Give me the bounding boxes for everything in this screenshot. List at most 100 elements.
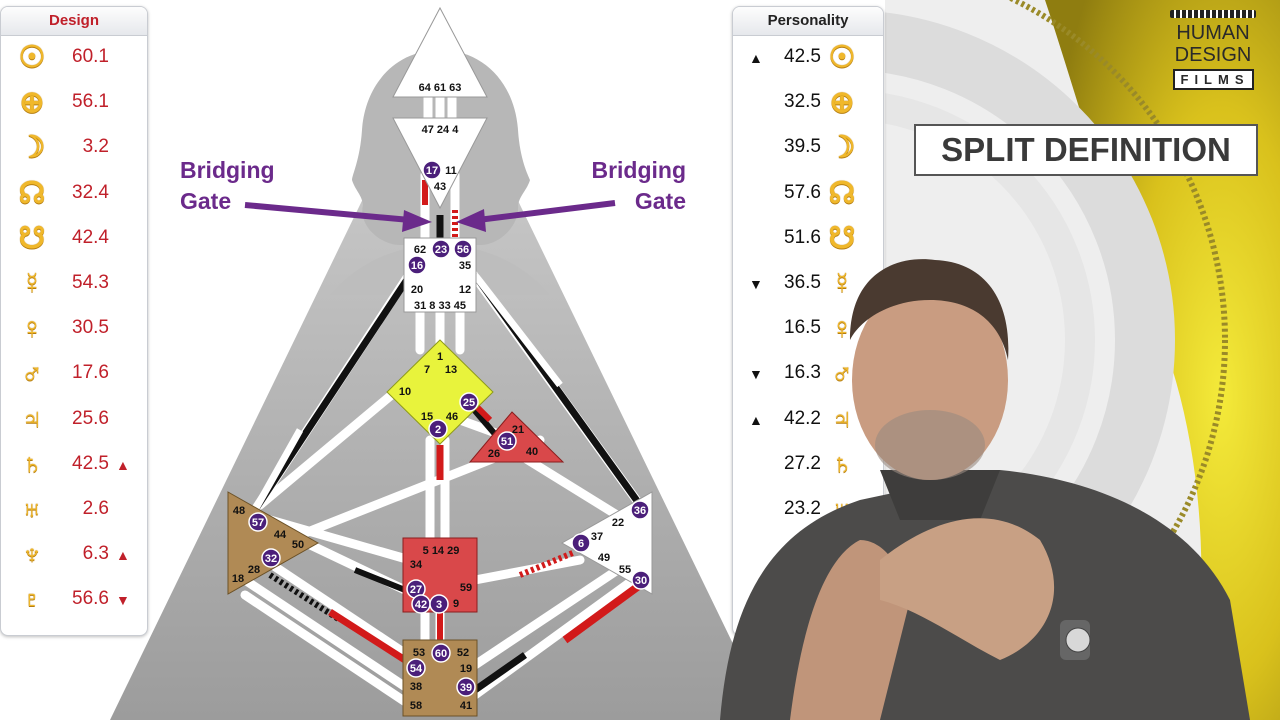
film-reel-icon — [1170, 10, 1256, 18]
design-row: ♂17.6 — [1, 352, 147, 397]
design-value: 42.4 — [72, 226, 109, 248]
design-value: 3.2 — [82, 136, 109, 158]
circled-gate-57: 57 — [248, 512, 268, 532]
circled-gate-56: 56 — [453, 239, 473, 259]
svg-text:27: 27 — [410, 584, 422, 596]
detriment-arrow-icon: ▼ — [749, 366, 763, 383]
design-row: ♀30.5 — [1, 307, 147, 352]
jupiter-icon: ♃ — [830, 402, 854, 436]
svg-text:41: 41 — [460, 700, 472, 712]
ajna-center — [392, 117, 488, 210]
svg-text:58: 58 — [410, 700, 422, 712]
moon-icon: ☽ — [828, 131, 856, 165]
saturn-icon: ♄ — [830, 447, 854, 481]
design-header: Design — [1, 7, 147, 36]
personality-row: ♀16.5 — [733, 307, 883, 352]
personality-row: ♅23.2 — [733, 488, 883, 533]
circled-gate-36: 36 — [630, 500, 650, 520]
svg-text:7: 7 — [424, 364, 430, 376]
pluto-icon: ♇ — [20, 583, 44, 617]
design-row: ♄42.5▲ — [1, 443, 147, 488]
svg-text:1: 1 — [437, 351, 443, 363]
svg-text:30: 30 — [635, 575, 647, 587]
mars-icon: ♂ — [830, 357, 854, 391]
design-row: ⊕ 56.1 — [1, 81, 147, 126]
circled-gate-25: 25 — [459, 392, 479, 412]
svg-text:57: 57 — [252, 517, 264, 529]
moon-icon: ☽ — [18, 131, 46, 165]
design-row: ♃25.6 — [1, 398, 147, 443]
personality-value: 23.2 — [784, 497, 821, 519]
svg-text:35: 35 — [459, 260, 471, 272]
design-row: ☉60.1 — [1, 36, 147, 81]
svg-text:3: 3 — [436, 599, 442, 611]
g-center — [386, 339, 494, 445]
circled-gate-42: 42 — [411, 594, 431, 614]
svg-text:13: 13 — [445, 364, 457, 376]
svg-text:9: 9 — [453, 598, 459, 610]
svg-text:52: 52 — [457, 647, 469, 659]
svg-text:44: 44 — [274, 529, 287, 541]
svg-text:49: 49 — [598, 552, 610, 564]
circled-gate-6: 6 — [571, 533, 591, 553]
design-row: ☿54.3 — [1, 262, 147, 307]
circled-gate-60: 60 — [431, 643, 451, 663]
detriment-arrow-icon: ▼ — [116, 592, 130, 609]
personality-row: ♃42.2▲ — [733, 398, 883, 443]
mercury-icon: ☿ — [830, 266, 854, 300]
design-value: 2.6 — [82, 497, 109, 519]
circled-gate-23: 23 — [431, 239, 451, 259]
svg-text:53: 53 — [413, 647, 425, 659]
exalted-arrow-icon: ▲ — [116, 456, 130, 473]
personality-value: 16.3 — [784, 362, 821, 384]
sun-icon: ☉ — [828, 41, 856, 74]
exalted-arrow-icon: ▲ — [749, 50, 763, 66]
svg-text:55: 55 — [619, 564, 631, 576]
personality-value: 32.5 — [784, 91, 821, 113]
design-value: 6.3 — [82, 543, 109, 565]
svg-text:12: 12 — [459, 284, 471, 296]
personality-value: 27.2 — [784, 452, 821, 474]
human-design-films-logo: HUMAN DESIGN FILMS — [1166, 10, 1260, 90]
circled-gate-32: 32 — [261, 548, 281, 568]
north-node-icon: ☊ — [828, 176, 856, 210]
personality-row: ☿36.5▼ — [733, 262, 883, 307]
svg-text:40: 40 — [526, 446, 538, 458]
svg-text:28: 28 — [248, 564, 260, 576]
circled-gate-54: 54 — [406, 658, 426, 678]
design-row: ♆6.3▲ — [1, 533, 147, 578]
svg-text:37: 37 — [591, 531, 603, 543]
mars-icon: ♂ — [20, 357, 44, 391]
sun-icon: ☉ — [18, 41, 46, 74]
south-node-icon: ☋ — [828, 221, 856, 255]
svg-text:51: 51 — [501, 436, 513, 448]
design-value: 56.1 — [72, 91, 109, 113]
circled-gate-51: 51 — [497, 431, 517, 451]
svg-text:31 8 33 45: 31 8 33 45 — [414, 300, 466, 312]
personality-panel: Personality ☉42.5▲⊕32.5☽39.5☊57.6☋51.6☿3… — [732, 6, 884, 636]
bridging-gate-label-right: Bridging Gate — [591, 157, 686, 214]
svg-text:32: 32 — [265, 553, 277, 565]
svg-text:46: 46 — [446, 411, 458, 423]
neptune-icon: ♆ — [20, 538, 44, 572]
circled-gate-17: 17 — [422, 160, 442, 180]
svg-text:50: 50 — [292, 539, 304, 551]
svg-text:20: 20 — [411, 284, 423, 296]
svg-text:22: 22 — [612, 517, 624, 529]
svg-text:56: 56 — [457, 244, 469, 256]
personality-row: ☊57.6 — [733, 172, 883, 217]
svg-text:19: 19 — [460, 663, 472, 675]
svg-text:10: 10 — [399, 386, 411, 398]
svg-text:60: 60 — [435, 648, 447, 660]
ajna-gates: 47 24 4 — [422, 124, 460, 136]
design-value: 30.5 — [72, 317, 109, 339]
design-row: ☊32.4 — [1, 172, 147, 217]
design-value: 56.6 — [72, 588, 109, 610]
svg-text:2: 2 — [435, 424, 441, 436]
uranus-icon: ♅ — [20, 492, 44, 526]
personality-row: ♄ 27.2 — [733, 443, 883, 488]
earth-icon: ⊕ — [19, 86, 45, 120]
circled-gate-30: 30 — [631, 570, 651, 590]
personality-row: ⊕32.5 — [733, 81, 883, 126]
circled-gate-2: 2 — [428, 419, 448, 439]
